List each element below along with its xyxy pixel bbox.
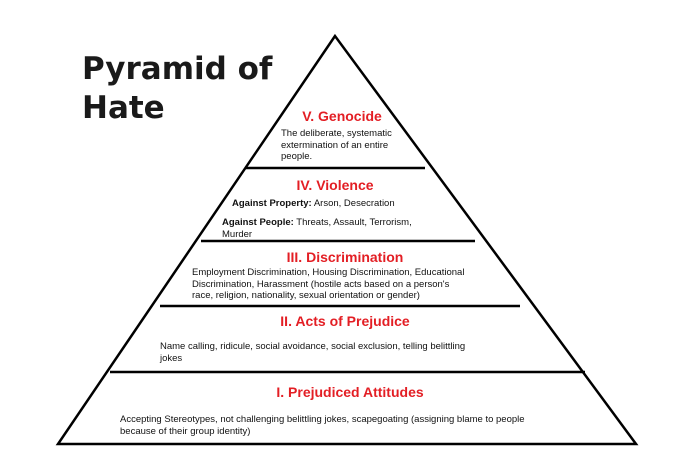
level-prejudice-desc-line: Name calling, ridicule, social avoidance…: [160, 341, 466, 352]
level-genocide-title: V. Genocide: [302, 108, 382, 124]
page-title: Pyramid of Hate: [82, 50, 282, 128]
level-violence-people: Against People: Threats, Assault, Terror…: [222, 217, 462, 240]
level-genocide: V. Genocide The deliberate, systematic e…: [281, 108, 421, 163]
level-genocide-description: The deliberate, systematic extermination…: [281, 128, 421, 163]
level-attitudes-desc-line: Accepting Stereotypes, not challenging b…: [120, 414, 525, 425]
level-attitudes-description: Accepting Stereotypes, not challenging b…: [120, 414, 590, 437]
level-violence-title: IV. Violence: [296, 177, 374, 193]
level-attitudes-desc-line: because of their group identity): [120, 425, 251, 437]
page-title-line-1: Pyramid of: [82, 51, 273, 87]
level-violence-people-label: Against People:: [222, 217, 294, 228]
level-genocide-desc-line: extermination of an entire: [281, 139, 389, 151]
pyramid-outline: [55, 33, 639, 446]
level-violence-property: Against Property: Arson, Desecration: [232, 198, 462, 210]
level-prejudice-desc-line: jokes: [160, 352, 183, 364]
level-discrimination-desc-line: race, religion, nationality, sexual orie…: [192, 290, 420, 301]
level-genocide-desc-line: people.: [281, 151, 313, 162]
level-discrimination-description: Employment Discrimination, Housing Discr…: [192, 267, 492, 302]
level-violence-people-text: Threats, Assault, Terrorism,: [293, 217, 412, 228]
level-violence-property-text: Arson, Desecration: [311, 198, 395, 209]
level-prejudice-title: II. Acts of Prejudice: [280, 313, 410, 329]
level-discrimination-desc-line: Discrimination, Harassment (hostile acts…: [192, 278, 450, 290]
level-violence-people-text-2: Murder: [222, 228, 253, 240]
level-discrimination-desc-line: Employment Discrimination, Housing Discr…: [192, 267, 465, 278]
level-prejudice-description: Name calling, ridicule, social avoidance…: [160, 341, 520, 364]
level-genocide-desc-line: The deliberate, systematic: [281, 128, 392, 139]
level-discrimination-title: III. Discrimination: [286, 249, 404, 265]
page-title-line-2: Hate: [82, 90, 165, 126]
level-attitudes-title: I. Prejudiced Attitudes: [276, 384, 424, 400]
level-violence-property-label: Against Property:: [232, 198, 312, 209]
